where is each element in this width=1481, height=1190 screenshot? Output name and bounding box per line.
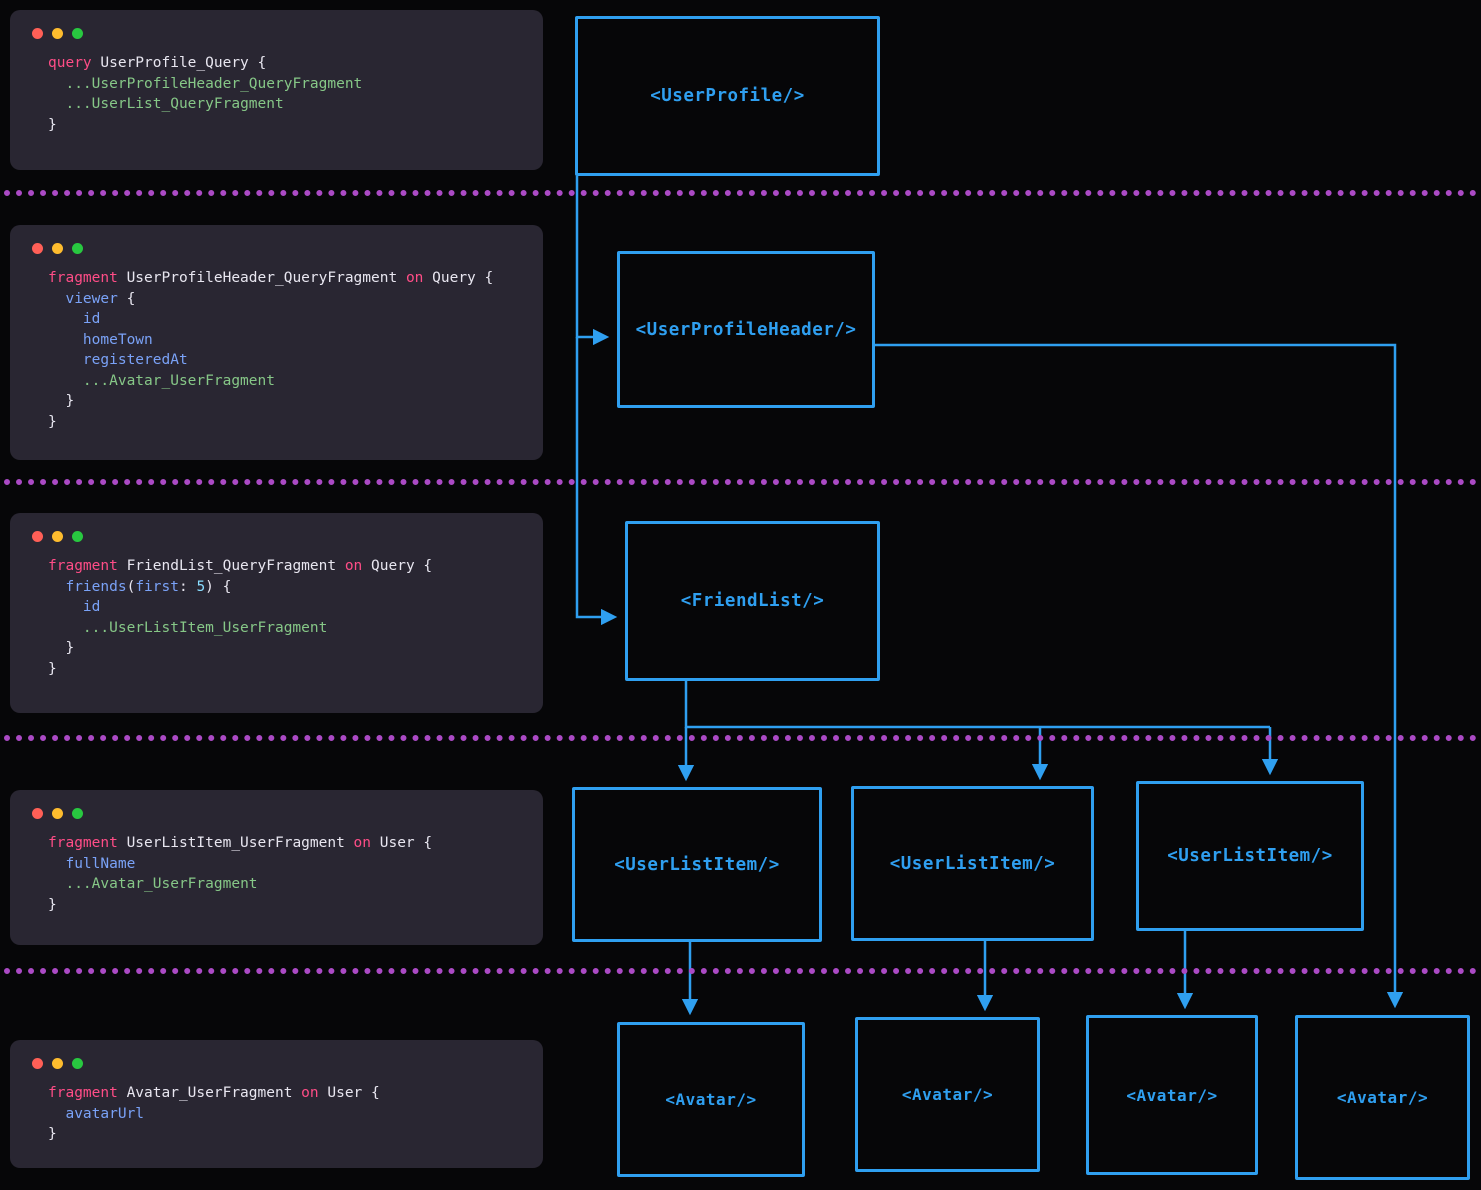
window-traffic-lights bbox=[32, 243, 525, 254]
code-line: } bbox=[48, 640, 75, 656]
code-block-userprofileheader-fragment: fragment UserProfileHeader_QueryFragment… bbox=[32, 268, 525, 432]
code-line: } bbox=[48, 896, 57, 913]
close-icon bbox=[32, 808, 43, 819]
component-box-userlistitem-3: <UserListItem/> bbox=[1136, 781, 1364, 931]
code-line: ...UserList_QueryFragment bbox=[65, 96, 284, 112]
arrow-friendlist-branch bbox=[684, 681, 1270, 729]
close-icon bbox=[32, 1058, 43, 1069]
minimize-icon bbox=[52, 28, 63, 39]
code-window-avatar-fragment: fragment Avatar_UserFragment on User { a… bbox=[10, 1040, 543, 1168]
code-line: avatarUrl bbox=[65, 1105, 145, 1122]
component-label: <UserProfileHeader/> bbox=[635, 319, 857, 340]
maximize-icon bbox=[72, 28, 83, 39]
code-line: id bbox=[82, 599, 101, 615]
code-block-friendlist-fragment: fragment FriendList_QueryFragment on Que… bbox=[32, 556, 525, 679]
close-icon bbox=[32, 28, 43, 39]
component-box-avatar-4: <Avatar/> bbox=[1295, 1015, 1470, 1180]
component-label: <UserListItem/> bbox=[614, 854, 780, 875]
maximize-icon bbox=[72, 808, 83, 819]
code-line: ...Avatar_UserFragment bbox=[82, 372, 275, 389]
separator-4 bbox=[4, 968, 1477, 974]
code-line: viewer { bbox=[65, 290, 136, 307]
separator-1 bbox=[4, 190, 1477, 196]
window-traffic-lights bbox=[32, 531, 525, 542]
code-line: } bbox=[48, 413, 57, 430]
code-line: fragment FriendList_QueryFragment on Que… bbox=[48, 558, 433, 574]
window-traffic-lights bbox=[32, 808, 525, 819]
window-traffic-lights bbox=[32, 28, 525, 39]
maximize-icon bbox=[72, 1058, 83, 1069]
code-line: fullName bbox=[65, 855, 136, 872]
code-block-avatar-fragment: fragment Avatar_UserFragment on User { a… bbox=[32, 1083, 525, 1145]
code-block-query: query UserProfile_Query { ...UserProfile… bbox=[32, 53, 525, 135]
component-label: <Avatar/> bbox=[1126, 1085, 1218, 1105]
code-line: friends(first: 5) { bbox=[65, 578, 232, 595]
code-block-userlistitem-fragment: fragment UserListItem_UserFragment on Us… bbox=[32, 833, 525, 915]
code-line: ...Avatar_UserFragment bbox=[65, 876, 258, 892]
minimize-icon bbox=[52, 808, 63, 819]
code-line: fragment Avatar_UserFragment on User { bbox=[48, 1085, 380, 1101]
minimize-icon bbox=[52, 531, 63, 542]
code-line: } bbox=[48, 660, 57, 677]
code-line: ...UserListItem_UserFragment bbox=[82, 619, 328, 636]
component-label: <Avatar/> bbox=[1336, 1088, 1429, 1107]
maximize-icon bbox=[72, 243, 83, 254]
code-window-friendlist-fragment: fragment FriendList_QueryFragment on Que… bbox=[10, 513, 543, 713]
component-label: <Avatar/> bbox=[665, 1090, 757, 1109]
component-label: <UserListItem/> bbox=[889, 853, 1056, 874]
close-icon bbox=[32, 243, 43, 254]
code-line: fragment UserProfileHeader_QueryFragment… bbox=[48, 270, 494, 286]
arrow-userprofile-to-friendlist bbox=[575, 337, 618, 626]
arrow-userprofile-to-header bbox=[575, 176, 610, 346]
code-line: homeTown bbox=[82, 331, 153, 348]
code-line: registeredAt bbox=[82, 352, 188, 368]
code-line: ...UserProfileHeader_QueryFragment bbox=[65, 75, 363, 92]
component-box-userprofileheader: <UserProfileHeader/> bbox=[617, 251, 875, 408]
separator-3 bbox=[4, 735, 1477, 741]
code-window-userprofileheader-fragment: fragment UserProfileHeader_QueryFragment… bbox=[10, 225, 543, 460]
minimize-icon bbox=[52, 1058, 63, 1069]
component-box-avatar-3: <Avatar/> bbox=[1086, 1015, 1258, 1175]
maximize-icon bbox=[72, 531, 83, 542]
code-line: fragment UserListItem_UserFragment on Us… bbox=[48, 835, 433, 851]
code-line: } bbox=[48, 1126, 57, 1142]
window-traffic-lights bbox=[32, 1058, 525, 1069]
component-label: <UserProfile/> bbox=[650, 86, 805, 106]
component-label: <UserListItem/> bbox=[1167, 846, 1333, 866]
code-window-userlistitem-fragment: fragment UserListItem_UserFragment on Us… bbox=[10, 790, 543, 945]
separator-2 bbox=[4, 479, 1477, 485]
component-box-friendlist: <FriendList/> bbox=[625, 521, 880, 681]
component-box-avatar-1: <Avatar/> bbox=[617, 1022, 805, 1177]
component-label: <FriendList/> bbox=[680, 591, 825, 611]
code-line: } bbox=[48, 393, 75, 409]
code-line: query UserProfile_Query { bbox=[48, 55, 267, 71]
component-box-userlistitem-2: <UserListItem/> bbox=[851, 786, 1094, 941]
component-box-avatar-2: <Avatar/> bbox=[855, 1017, 1040, 1172]
close-icon bbox=[32, 531, 43, 542]
minimize-icon bbox=[52, 243, 63, 254]
component-box-userprofile: <UserProfile/> bbox=[575, 16, 880, 176]
component-label: <Avatar/> bbox=[901, 1085, 994, 1104]
code-line: id bbox=[82, 311, 101, 327]
code-window-query: query UserProfile_Query { ...UserProfile… bbox=[10, 10, 543, 170]
code-line: } bbox=[48, 116, 57, 133]
component-box-userlistitem-1: <UserListItem/> bbox=[572, 787, 822, 942]
